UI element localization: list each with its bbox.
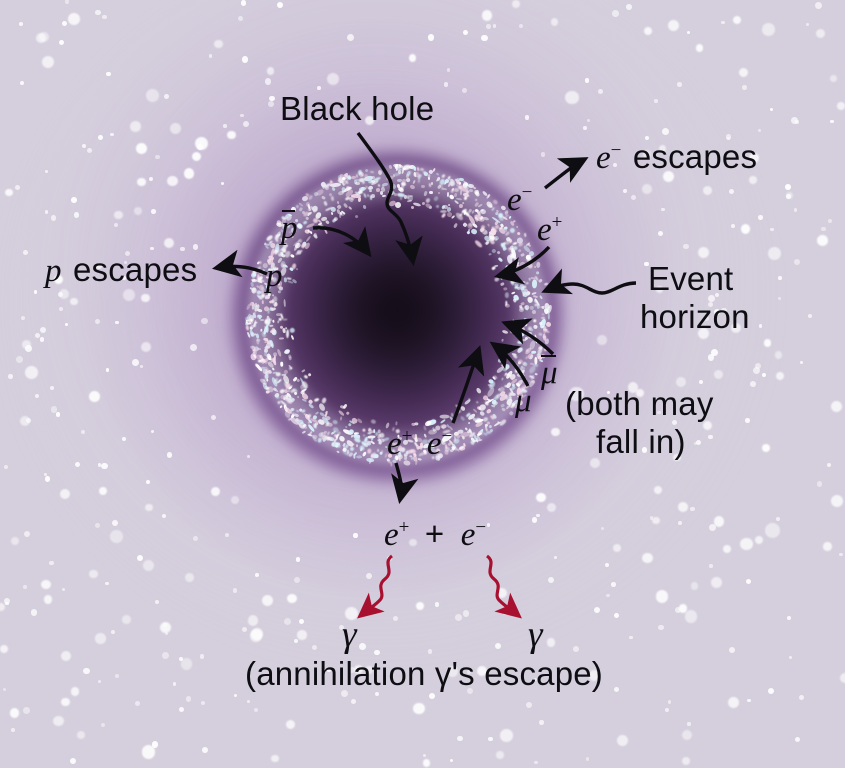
label-black-hole: Black hole	[280, 90, 435, 127]
arrow-event-horizon	[541, 268, 637, 295]
arrow-black-hole	[356, 131, 423, 267]
arrow-pair-up	[451, 345, 485, 424]
arrow-mu-bar	[501, 318, 555, 356]
arrow-mu	[489, 341, 530, 387]
label-p-escapes-symbol: p	[45, 253, 62, 289]
label-p-bar-symbol: p	[281, 210, 298, 246]
label-pair-e-minus: e−	[426, 426, 452, 462]
arrow-p-escapes	[211, 249, 268, 278]
label-p-escapes: p escapes	[45, 253, 197, 288]
label-annihil-plus: +	[424, 515, 445, 552]
label-e-minus-escapes-word: escapes	[632, 138, 758, 175]
label-event: Event	[648, 260, 734, 297]
label-caption: (annihilation γ's escape)	[245, 655, 603, 692]
arrow-gamma-right	[485, 554, 522, 619]
arrow-p-bar	[312, 226, 372, 258]
label-annihilation-equation: e+ + e−	[384, 515, 486, 553]
label-annihil-e-minus: e−	[460, 517, 486, 553]
label-horizon: horizon	[640, 298, 750, 335]
label-gamma-left: γ	[342, 614, 357, 655]
arrow-e-minus-escapes	[543, 157, 589, 190]
arrow-gamma-left	[357, 554, 394, 619]
label-p: p	[266, 258, 283, 294]
label-p-bar: p	[281, 210, 298, 245]
label-fall-in: fall in)	[596, 423, 686, 460]
label-e-minus-escapes-symbol: e−	[596, 140, 621, 176]
label-mu-bar-symbol: μ	[541, 355, 558, 391]
label-e-plus: e+	[537, 212, 562, 248]
label-annihil-e-plus: e+	[384, 517, 409, 553]
label-e-minus-escapes: e− escapes	[596, 140, 757, 175]
label-mu: μ	[515, 383, 532, 419]
label-e-minus: e−	[507, 182, 532, 218]
arrow-annihilation-down	[391, 462, 419, 505]
label-pair-e-plus: e+	[387, 426, 412, 462]
label-pair: e+ e−	[387, 426, 452, 462]
label-p-escapes-word: escapes	[72, 251, 198, 288]
label-mu-bar: μ	[541, 355, 558, 390]
label-both-may: (both may	[565, 385, 714, 422]
arrow-e-plus-in	[494, 245, 551, 285]
label-gamma-right: γ	[528, 614, 543, 655]
